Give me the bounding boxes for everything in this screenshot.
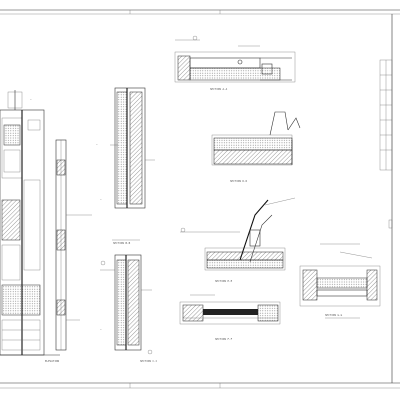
svg-text:—: — <box>100 198 102 201</box>
label-section-e: SECTION E-E <box>215 279 233 283</box>
label-section-c: SECTION C-C <box>140 359 158 363</box>
label-section-g: SECTION G-G <box>325 313 343 317</box>
label-elevation: ELEVATION <box>45 359 59 363</box>
label-section-b: SECTION B-B <box>113 241 131 245</box>
elevation-left: — ELEVATION <box>0 90 92 363</box>
label-section-f: SECTION F-F <box>215 337 233 341</box>
section-e: SECTION E-E <box>180 197 296 283</box>
section-top: SECTION A-A <box>174 39 296 91</box>
title-block <box>379 59 393 229</box>
svg-text:—: — <box>100 328 102 331</box>
label-section-d: SECTION D-D <box>230 179 248 183</box>
callouts <box>100 35 198 355</box>
label-section-a: SECTION A-A <box>210 87 228 91</box>
section-g: SECTION G-G <box>299 243 381 319</box>
section-d: SECTION D-D <box>211 111 301 183</box>
section-stair-upper: — — SECTION B-B <box>96 87 155 245</box>
section-f: SECTION F-F <box>179 294 281 341</box>
svg-text:—: — <box>96 143 98 146</box>
svg-text:—: — <box>30 98 32 101</box>
section-stair-lower: — SECTION C-C <box>100 254 158 363</box>
sheet-border <box>0 9 400 389</box>
